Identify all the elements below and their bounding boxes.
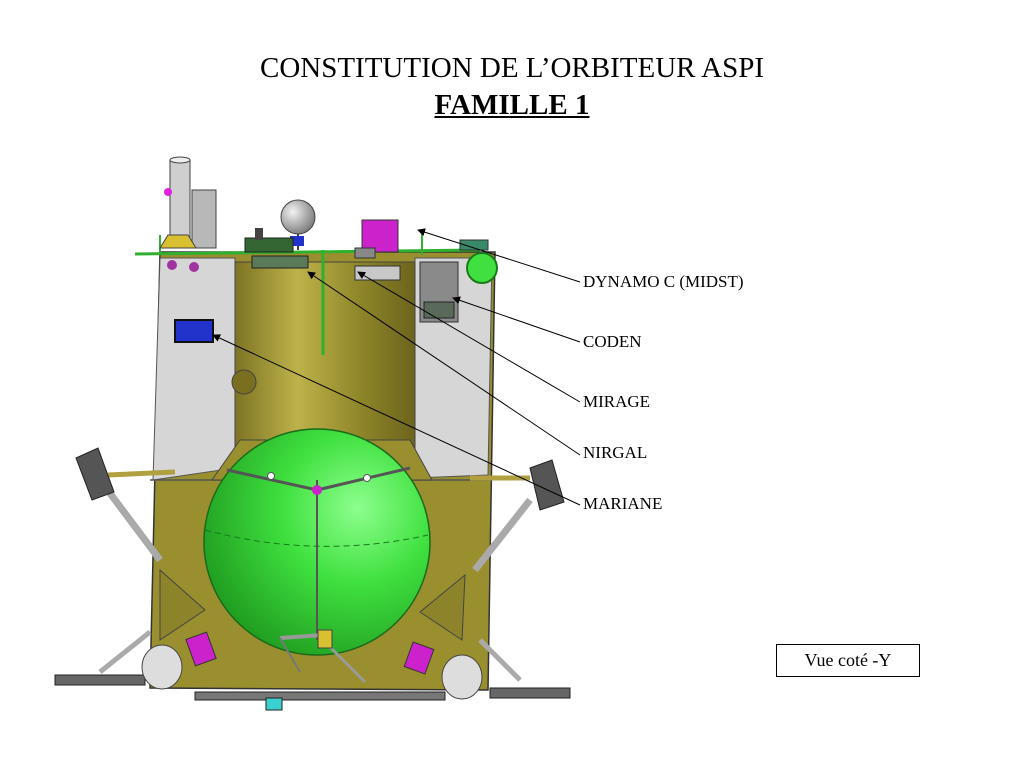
label-nirgal: NIRGAL <box>583 443 648 462</box>
top-boom <box>134 230 481 355</box>
label-mirage: MIRAGE <box>583 392 651 411</box>
view-label: Vue coté -Y <box>776 644 920 677</box>
label-dynamo: DYNAMO C (MIDST) <box>583 272 744 291</box>
page-title: CONSTITUTION DE L’ORBITEUR ASPI <box>259 52 765 84</box>
mast-instruments <box>159 156 498 284</box>
page-subtitle: FAMILLE 1 <box>434 89 590 121</box>
label-mariane: MARIANE <box>583 494 663 513</box>
mirage-unit <box>354 265 401 281</box>
label-coden: CODEN <box>583 332 642 351</box>
propellant-tank <box>203 428 433 656</box>
nirgal-unit <box>251 255 309 269</box>
leader-lines <box>212 228 581 506</box>
mariane-unit <box>174 319 214 343</box>
landing-legs <box>54 447 571 711</box>
